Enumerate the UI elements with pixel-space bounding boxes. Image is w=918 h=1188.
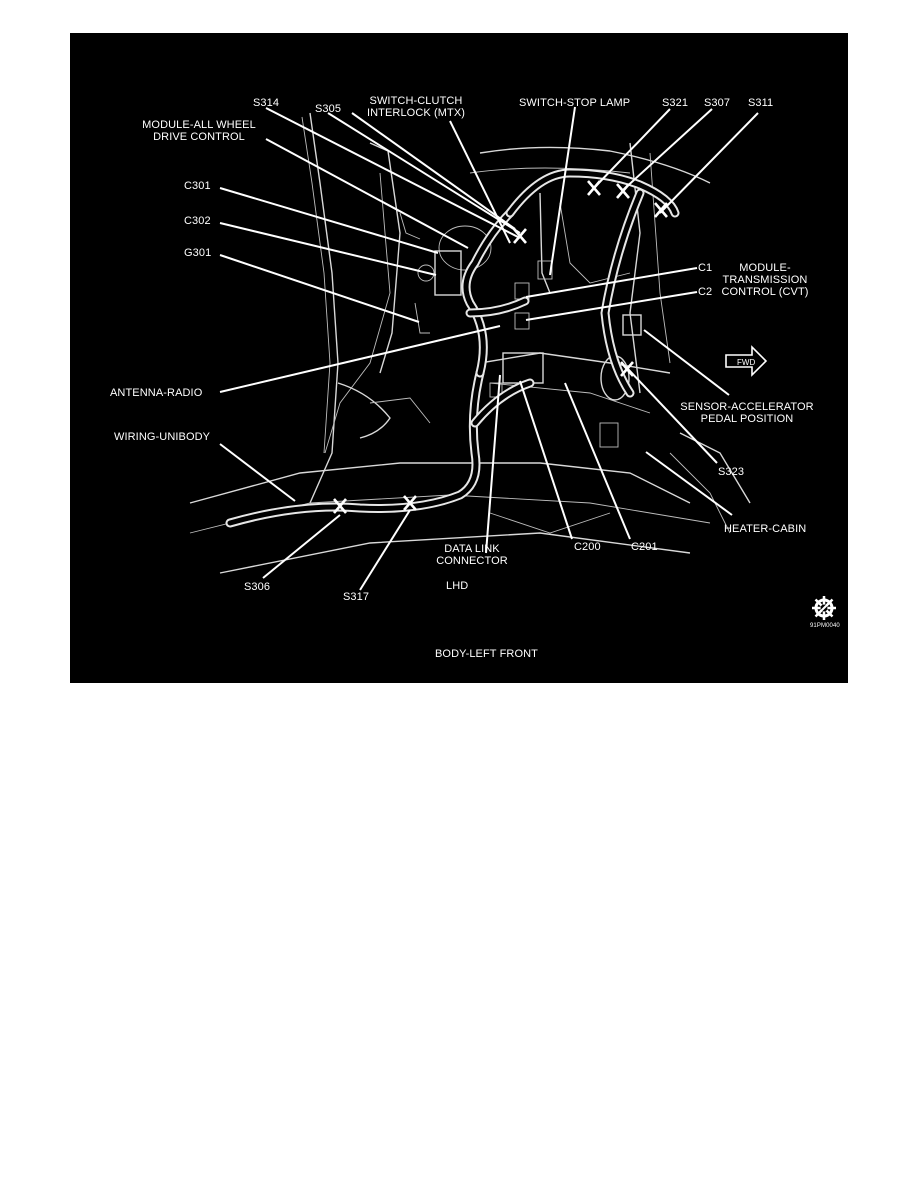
label-s305: S305 [315, 103, 342, 115]
diagram-title: BODY-LEFT FRONT [435, 648, 538, 660]
label-c1: C1 [698, 262, 713, 274]
leader-lines [219, 106, 759, 591]
label-c301: C301 [184, 180, 211, 192]
label-lhd: LHD [446, 580, 469, 592]
label-heater-cabin: HEATER-CABIN [724, 523, 807, 535]
label-s314: S314 [253, 97, 280, 109]
diagram-artwork: FWD [189, 106, 836, 620]
label-s307: S307 [704, 97, 731, 109]
label-s306: S306 [244, 581, 271, 593]
gear-logo-icon [812, 596, 836, 620]
label-s321: S321 [662, 97, 689, 109]
body-panel-linework [189, 112, 751, 574]
harness-bundles [225, 168, 680, 528]
splice-markers [333, 180, 668, 514]
label-wiring-unibody: WIRING-UNIBODY [114, 431, 211, 443]
label-g301: G301 [184, 247, 212, 259]
label-data-link-connector: DATA LINK CONNECTOR [436, 543, 508, 567]
label-c302: C302 [184, 215, 211, 227]
label-module-transmission: MODULE- TRANSMISSION CONTROL (CVT) [721, 262, 809, 298]
label-switch-clutch: SWITCH-CLUTCH INTERLOCK (MTX) [366, 95, 466, 119]
label-switch-stop-lamp: SWITCH-STOP LAMP [519, 97, 631, 109]
wiring-diagram-figure: FWD S314 S305 SWITCH-CLUTCH INTERLOCK (M… [70, 33, 848, 683]
label-module-awd: MODULE-ALL WHEEL DRIVE CONTROL [142, 119, 256, 143]
label-antenna-radio: ANTENNA-RADIO [110, 387, 203, 399]
fwd-arrow-icon: FWD [725, 345, 768, 377]
label-sensor-accelerator: SENSOR-ACCELERATOR PEDAL POSITION [680, 401, 814, 425]
label-c200: C200 [574, 541, 601, 553]
label-c2: C2 [698, 286, 713, 298]
svg-text:FWD: FWD [737, 358, 755, 367]
label-s323: S323 [718, 466, 745, 478]
label-s317: S317 [343, 591, 370, 603]
label-c201: C201 [631, 541, 658, 553]
figure-code: 91PM0040 [810, 623, 840, 629]
label-s311: S311 [748, 97, 774, 109]
